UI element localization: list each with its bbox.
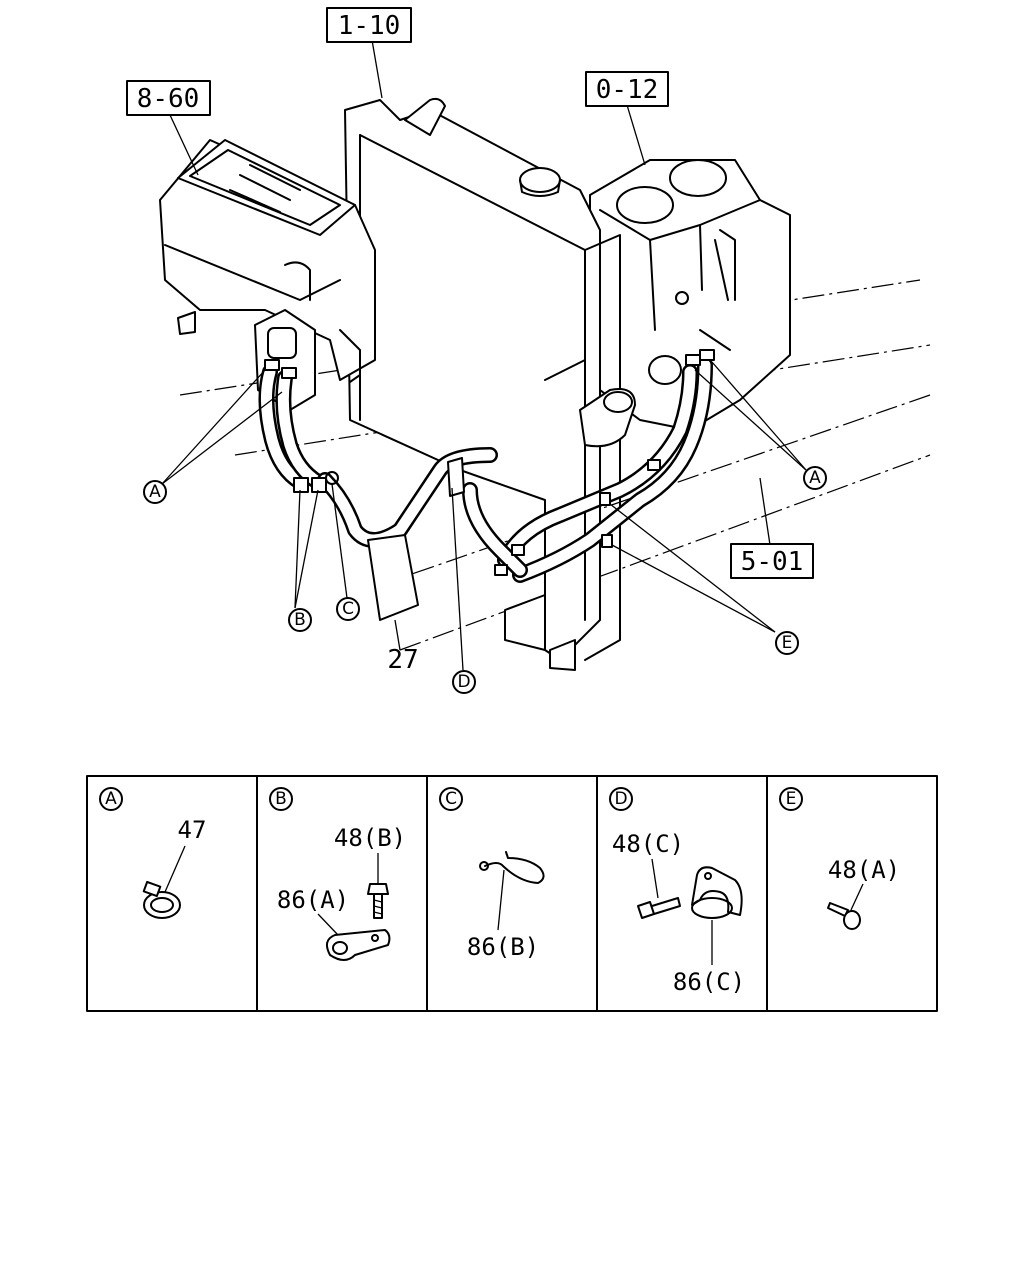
callout-a-right: A bbox=[803, 466, 827, 490]
part-86b: 86(B) bbox=[467, 933, 539, 961]
callout-b: B bbox=[288, 608, 312, 632]
leader-lines bbox=[161, 39, 807, 671]
detail-cell-d: D 48(C) 86(C) bbox=[609, 787, 745, 996]
svg-text:B: B bbox=[275, 789, 287, 809]
bolt-icon bbox=[367, 883, 389, 919]
callout-c: C bbox=[336, 597, 360, 621]
callout-a-left: A bbox=[143, 480, 167, 504]
svg-text:E: E bbox=[782, 633, 793, 653]
ref-label-5-01: 5-01 bbox=[741, 547, 804, 577]
svg-text:C: C bbox=[342, 599, 354, 619]
duct-27 bbox=[367, 534, 419, 621]
svg-text:A: A bbox=[149, 482, 161, 502]
detail-cell-c: C 86(B) bbox=[439, 787, 545, 961]
hose-clamps bbox=[264, 349, 715, 576]
callout-e: E bbox=[775, 631, 799, 655]
wire-clip-icon bbox=[479, 851, 545, 884]
ref-label-1-10: 1-10 bbox=[338, 11, 401, 41]
svg-text:B: B bbox=[294, 610, 306, 630]
svg-text:A: A bbox=[105, 789, 117, 809]
saddle-clamp-icon bbox=[691, 866, 743, 919]
ref-box-1-10: 1-10 bbox=[326, 7, 412, 43]
detail-cell-a: A 47 bbox=[99, 787, 207, 919]
part-48b: 48(B) bbox=[334, 824, 406, 852]
bracket-d bbox=[447, 457, 465, 497]
part-number-27: 27 bbox=[387, 645, 418, 675]
ref-label-8-60: 8-60 bbox=[137, 84, 200, 114]
svg-text:E: E bbox=[786, 789, 797, 809]
part-48c: 48(C) bbox=[612, 830, 684, 858]
ref-box-5-01: 5-01 bbox=[730, 543, 814, 579]
svg-text:C: C bbox=[445, 789, 457, 809]
part-86a: 86(A) bbox=[277, 886, 349, 914]
detail-table bbox=[86, 775, 938, 1012]
bolt-icon bbox=[637, 897, 681, 919]
ref-box-0-12: 0-12 bbox=[585, 71, 669, 107]
ref-box-8-60: 8-60 bbox=[126, 80, 211, 116]
part-48a: 48(A) bbox=[828, 856, 900, 884]
p-clamp-icon bbox=[325, 929, 391, 961]
svg-text:A: A bbox=[809, 468, 821, 488]
detail-cell-e: E 48(A) bbox=[779, 787, 900, 930]
svg-text:D: D bbox=[614, 789, 627, 809]
ref-label-0-12: 0-12 bbox=[596, 75, 659, 105]
detail-cell-b: B 48(B) 86(A) bbox=[269, 787, 406, 961]
part-86c: 86(C) bbox=[673, 968, 745, 996]
callout-d: D bbox=[452, 670, 476, 694]
part-47: 47 bbox=[178, 816, 207, 844]
radiator bbox=[344, 97, 636, 671]
hose-clamp-icon bbox=[142, 880, 181, 919]
bolt-icon bbox=[827, 902, 861, 930]
svg-text:D: D bbox=[457, 672, 470, 692]
